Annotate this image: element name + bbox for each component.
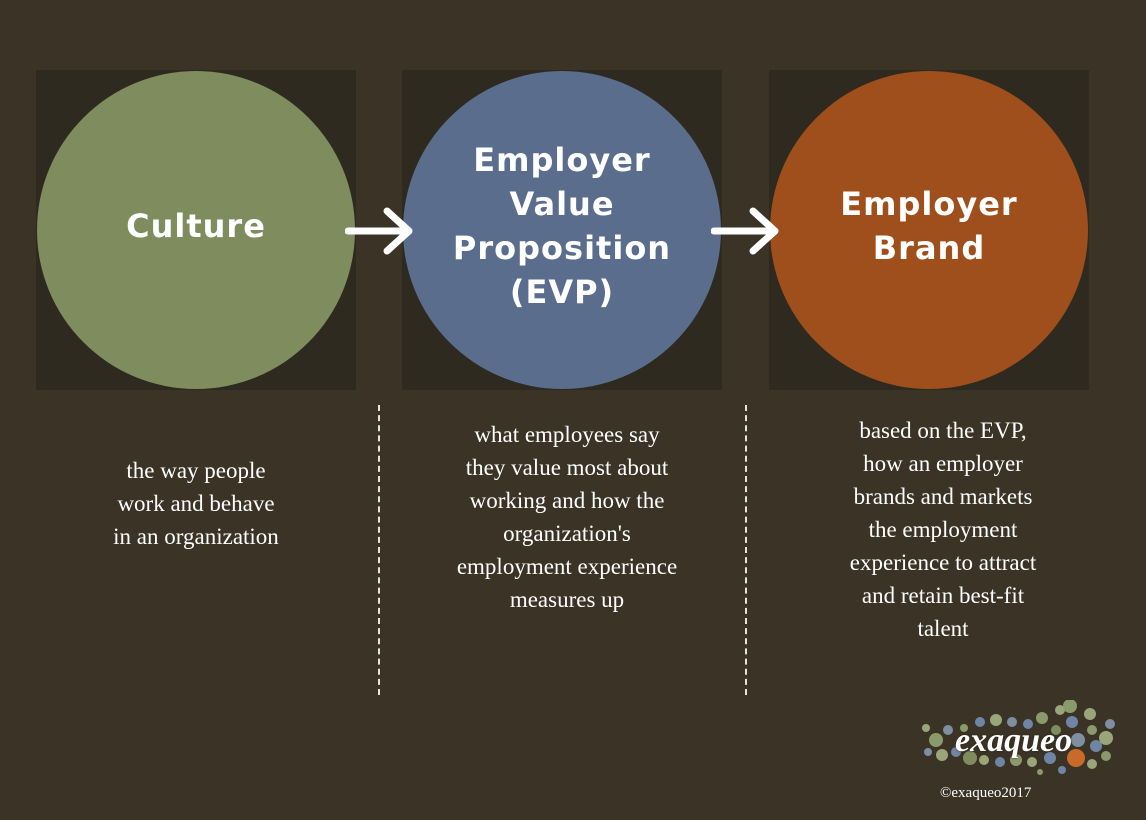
evp-description: what employees say they value most about… — [456, 422, 678, 612]
evp-circle: Employer Value Proposition (EVP) — [403, 71, 721, 389]
copyright: ©exaqueo2017 — [940, 785, 1032, 801]
arrow-right-icon — [711, 207, 779, 255]
logo-text: exaqueo — [955, 722, 1073, 759]
culture-description: the way people work and behave in an org… — [113, 458, 279, 549]
culture-circle: Culture — [37, 71, 355, 389]
arrow-right-icon — [345, 207, 413, 255]
culture-title: Culture — [126, 207, 266, 245]
brand-title: Employer Brand — [840, 185, 1018, 267]
brand-circle: Employer Brand — [770, 71, 1088, 389]
divider-left — [378, 405, 380, 695]
exaqueo-logo — [922, 700, 1115, 775]
evp-title: Employer Value Proposition (EVP) — [452, 141, 672, 311]
brand-description: based on the EVP, how an employer brands… — [849, 418, 1037, 641]
divider-right — [745, 405, 747, 695]
